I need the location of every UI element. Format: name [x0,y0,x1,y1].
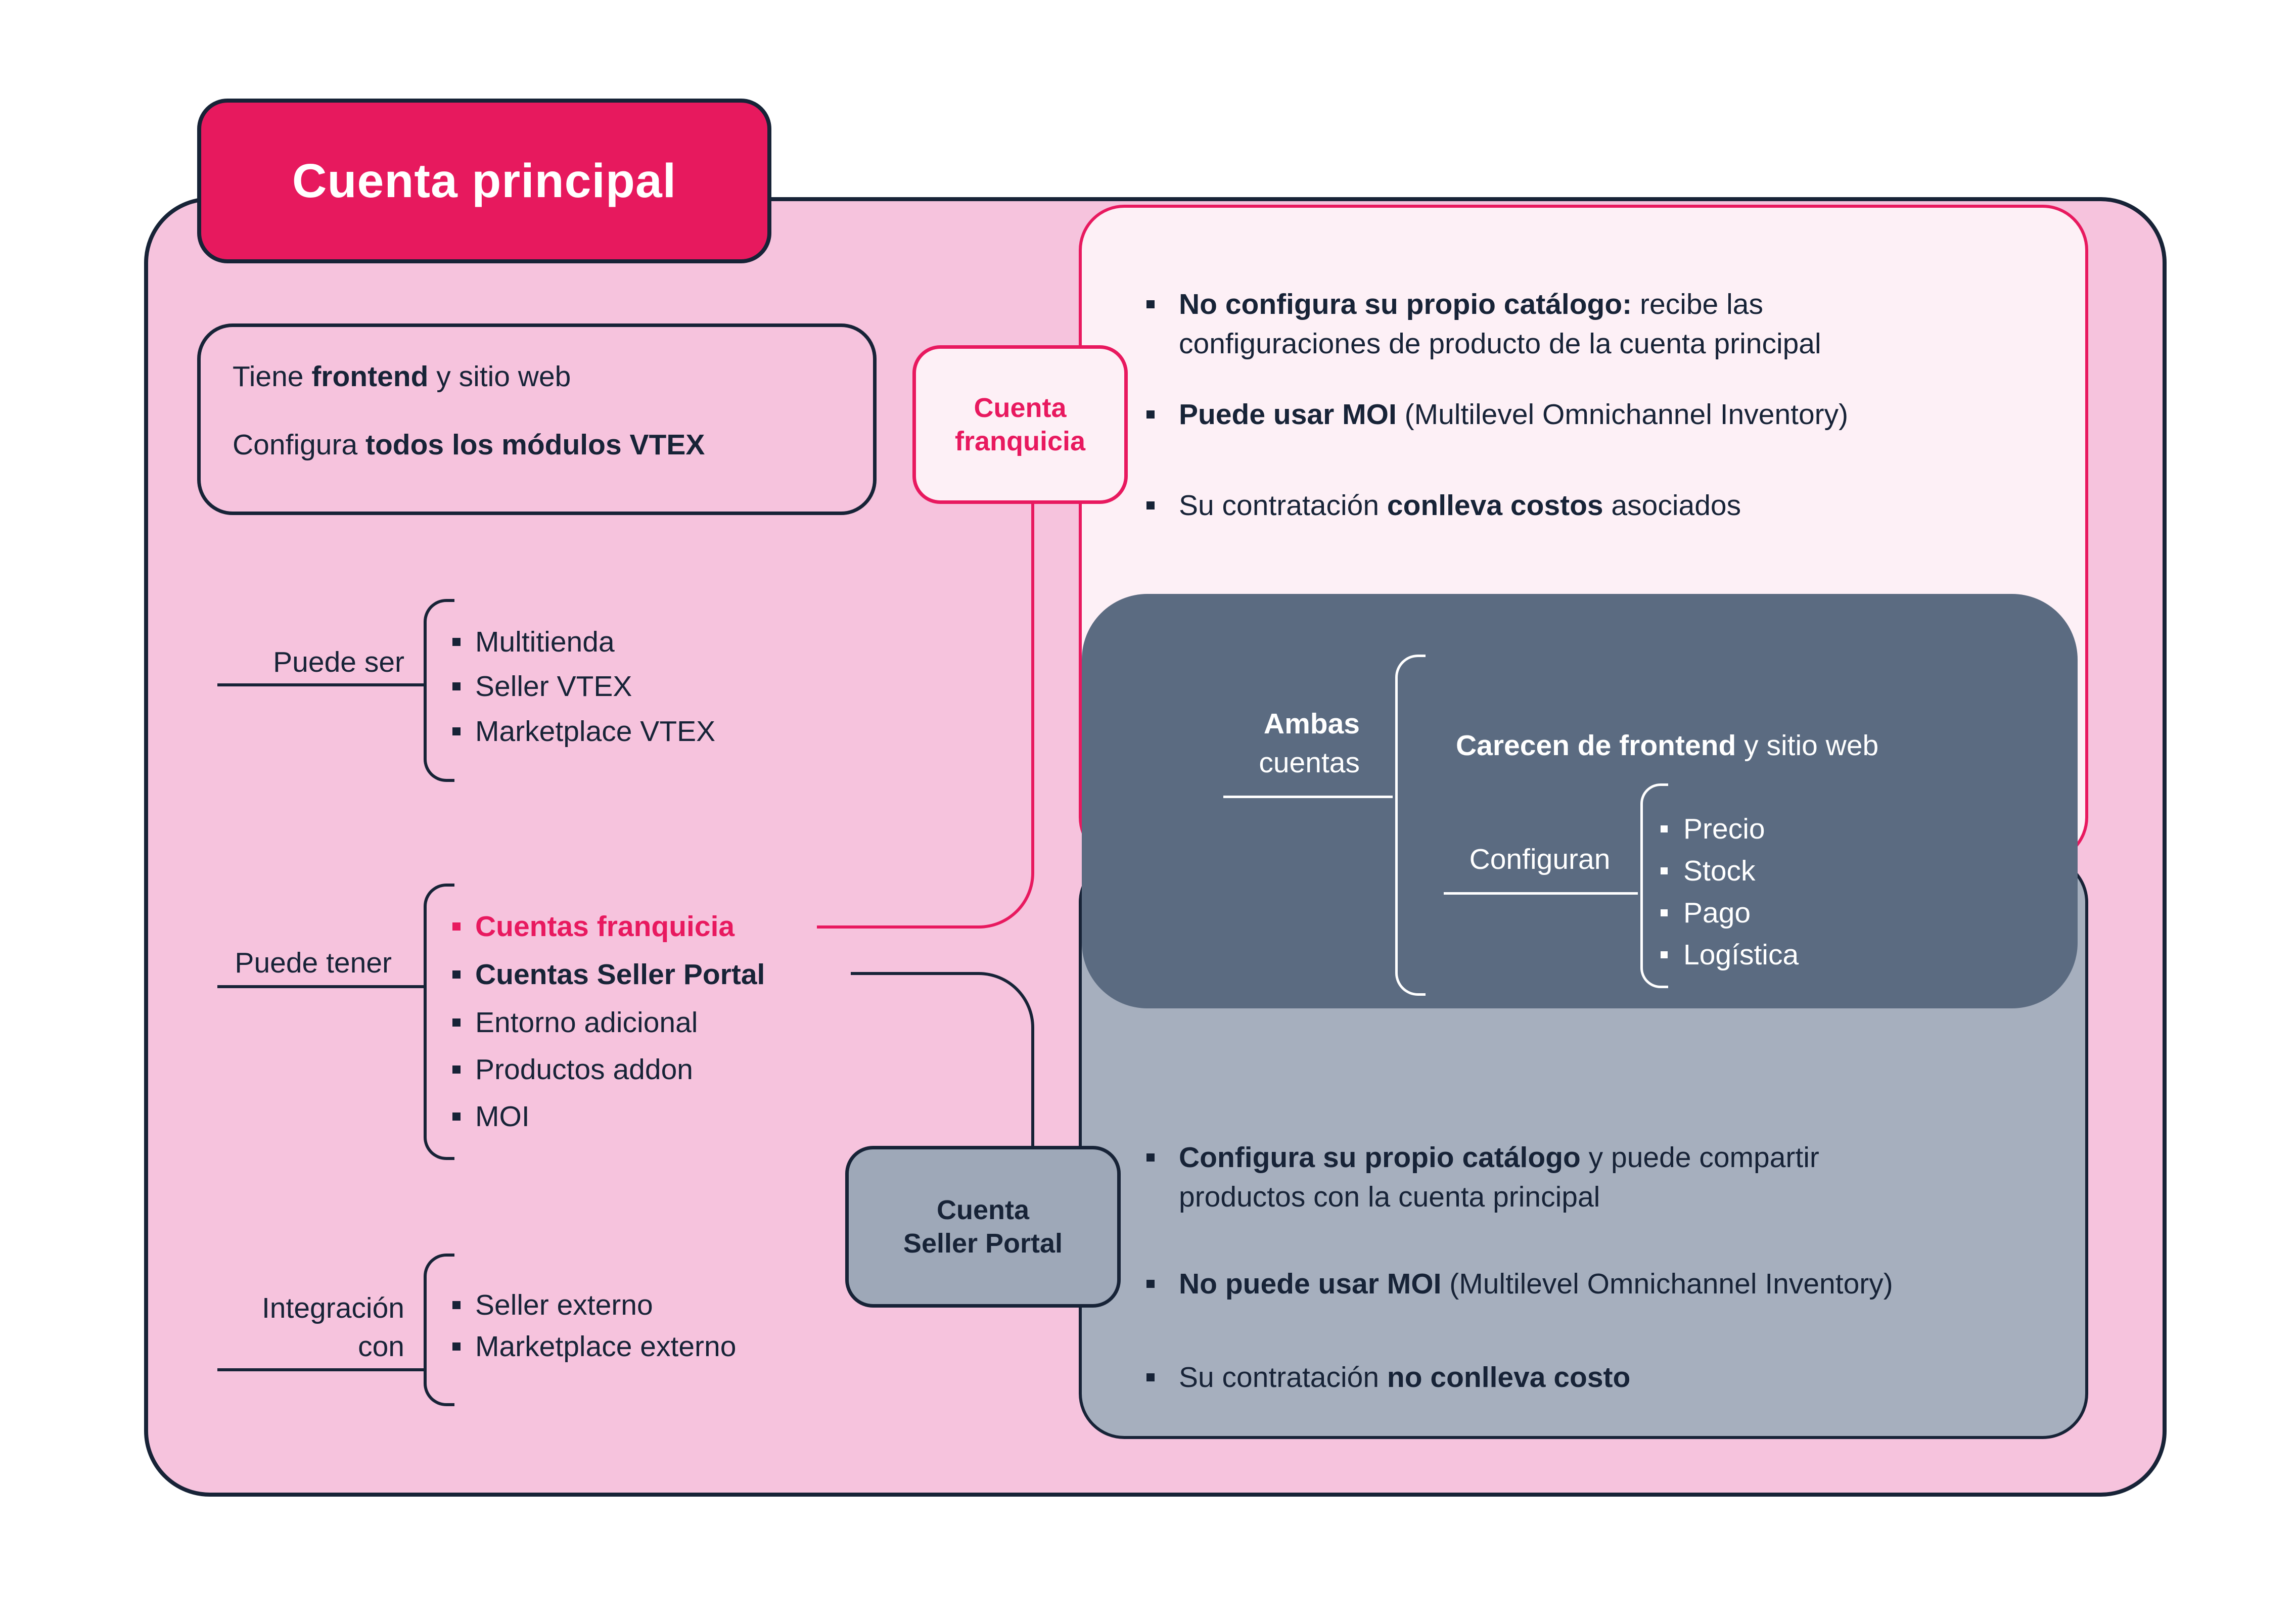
bullet-icon [1146,501,1155,509]
list-item: MOI [475,1100,530,1133]
franquicia-bullet-moi: Puede usar MOI (Multilevel Omnichannel I… [1179,398,1849,431]
label-integracion-con: Integración con [261,1292,404,1363]
franquicia-bullet-costos: Su contratación conlleva costos asociado… [1179,489,1741,522]
seller-bullet-moi: No puede usar MOI (Multilevel Omnichanne… [1179,1268,1893,1300]
label-puede-ser: Puede ser [273,646,404,678]
list-item-cuentas-seller-portal: Cuentas Seller Portal [475,958,765,991]
cuenta-seller-portal-node: Cuenta Seller Portal [845,1146,1121,1308]
bullet-icon [1146,1280,1155,1288]
underline-integracion [217,1368,424,1371]
bullet-icon [452,727,461,735]
underline-ambas-cuentas [1223,796,1393,798]
bullet-icon [1661,867,1668,874]
frontend-info-box [197,323,877,515]
list-item: Seller externo [475,1289,653,1321]
bullet-icon [452,922,461,931]
ambas-headline: Carecen de frontend y sitio web [1456,729,1879,762]
label-puede-tener: Puede tener [235,947,392,979]
connector-seller-portal-line [851,972,1034,1149]
bullet-icon [1661,951,1668,958]
brace-puede-tener [424,884,454,1160]
connector-franquicia-line [817,497,1034,929]
list-item: Entorno adicional [475,1006,698,1039]
list-item: Productos addon [475,1053,693,1086]
configuran-item: Precio [1683,813,1765,845]
configuran-item: Logística [1683,939,1799,971]
bullet-icon [1146,410,1155,419]
cuenta-principal-badge: Cuenta principal [197,99,771,263]
page-title: Cuenta principal [292,154,677,208]
bullet-icon [1661,825,1668,832]
bullet-icon [452,1301,461,1309]
list-item: Multitienda [475,626,615,658]
bullet-icon [452,1113,461,1121]
brace-integracion [424,1254,454,1406]
cuenta-franquicia-node: Cuenta franquicia [912,345,1128,504]
bullet-icon [452,1342,461,1351]
list-item: Marketplace VTEX [475,715,716,748]
underline-puede-tener [217,985,424,988]
label-configuran: Configuran [1469,843,1611,875]
ambas-cuentas-panel [1082,594,2078,1008]
bullet-icon [1146,1153,1155,1162]
bullet-icon [452,638,461,646]
franquicia-bullet-catalogo: No configura su propio catálogo: recibe … [1179,288,1821,360]
configuran-item: Pago [1683,897,1751,929]
bullet-icon [1661,909,1668,916]
list-item: Seller VTEX [475,670,632,703]
bullet-icon [1146,1373,1155,1381]
list-item: Marketplace externo [475,1330,737,1363]
label-ambas-cuentas: Ambas cuentas [1259,708,1360,779]
bullet-icon [452,682,461,690]
configuran-item: Stock [1683,855,1756,887]
underline-configuran [1444,892,1638,895]
bullet-icon [452,1065,461,1074]
seller-bullet-costo: Su contratación no conlleva costo [1179,1361,1631,1394]
brace-puede-ser [424,599,454,782]
bullet-icon [1146,300,1155,308]
info-line-frontend: Tiene frontend y sitio web [233,360,571,393]
bullet-icon [452,970,461,979]
seller-bullet-catalogo: Configura su propio catálogo y puede com… [1179,1141,1819,1213]
brace-ambas-cuentas [1395,655,1426,996]
info-line-modulos: Configura todos los módulos VTEX [233,429,705,461]
underline-puede-ser [217,683,424,686]
bullet-icon [452,1018,461,1027]
list-item-cuentas-franquicia: Cuentas franquicia [475,910,735,943]
brace-configuran [1640,783,1668,988]
